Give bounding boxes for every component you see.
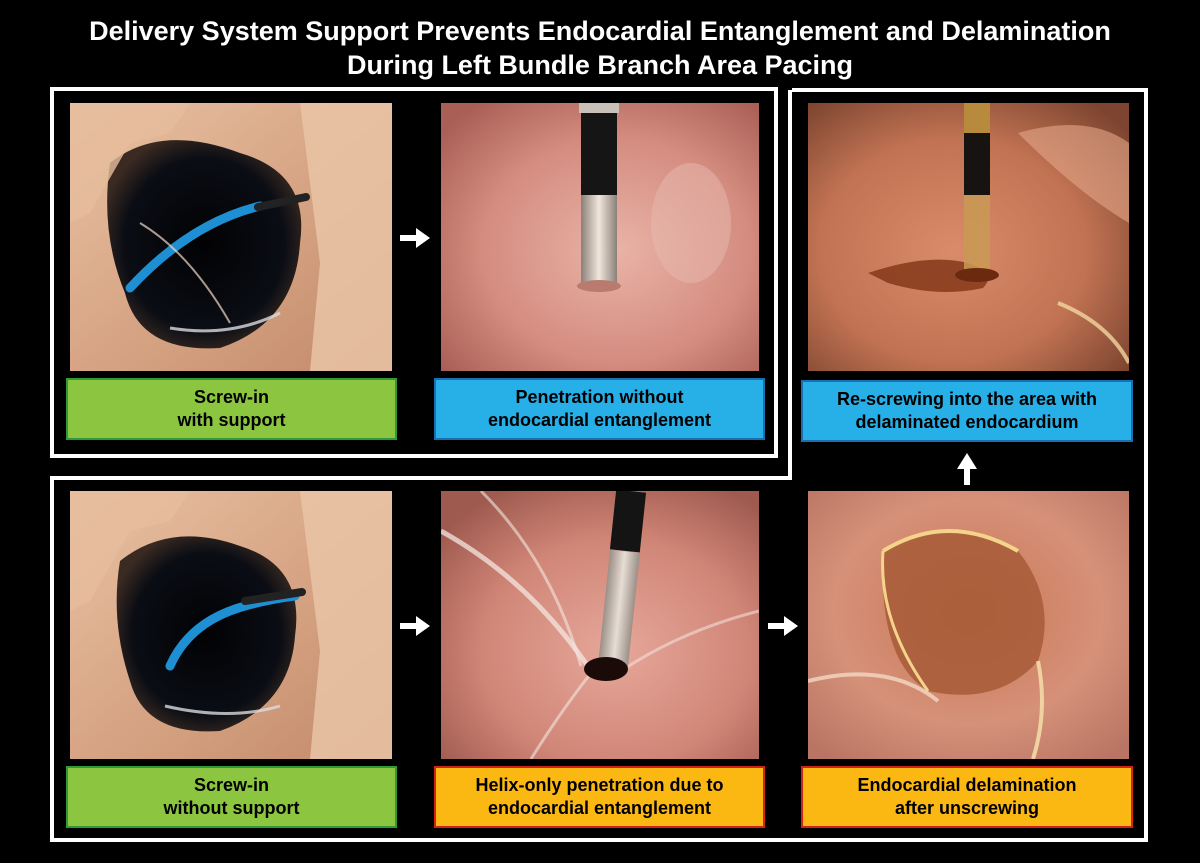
label-endocardial-delamination: Endocardial delamination after unscrewin… — [801, 766, 1133, 828]
up-arrow-icon — [957, 453, 977, 485]
heart-without-support-photo — [70, 491, 392, 759]
helix-only-penetration-photo — [441, 491, 759, 759]
heart-with-support-photo — [70, 103, 392, 371]
right-arrow-icon — [768, 616, 798, 636]
label-screw-in-without-support: Screw-in without support — [66, 766, 397, 828]
title-line-1: Delivery System Support Prevents Endocar… — [89, 16, 1111, 46]
with-support-frame — [50, 87, 778, 458]
endocardial-delamination-photo — [808, 491, 1129, 759]
rescrewing-photo — [808, 103, 1129, 371]
label-screw-in-with-support: Screw-in with support — [66, 378, 397, 440]
page-title: Delivery System Support Prevents Endocar… — [0, 14, 1200, 82]
penetration-without-entanglement-photo — [441, 103, 759, 371]
right-arrow-icon — [400, 616, 430, 636]
label-helix-only-penetration: Helix-only penetration due to endocardia… — [434, 766, 765, 828]
label-rescrewing: Re-screwing into the area with delaminat… — [801, 380, 1133, 442]
label-penetration-without-entanglement: Penetration without endocardial entangle… — [434, 378, 765, 440]
title-line-2: During Left Bundle Branch Area Pacing — [346, 50, 854, 80]
right-arrow-icon — [400, 228, 430, 248]
